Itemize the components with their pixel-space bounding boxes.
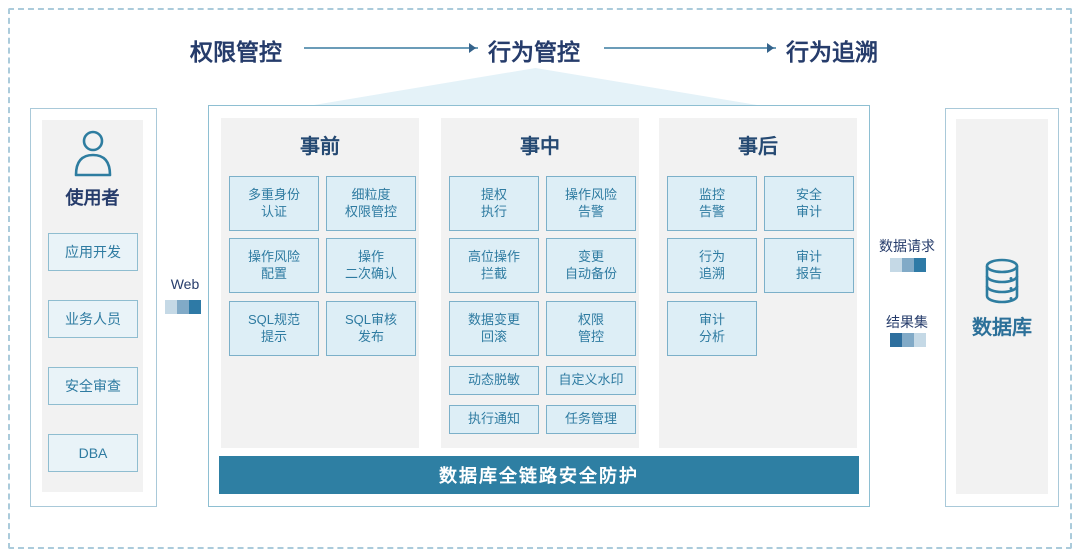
capability-box: 变更 自动备份 [546, 238, 636, 293]
capability-box: 安全 审计 [764, 176, 854, 231]
capability-box: 数据变更 回滚 [449, 301, 539, 356]
database-panel-title: 数据库 [972, 317, 1032, 339]
users-panel-title: 使用者 [65, 188, 120, 208]
person-icon [42, 130, 143, 180]
web-flow-blocks-icon [165, 300, 201, 314]
result-set-label: 结果集 [886, 314, 928, 330]
phase-title-after: 事后 [738, 136, 778, 158]
capability-box: 细粒度 权限管控 [326, 176, 416, 231]
phase-title-during: 事中 [520, 136, 560, 158]
data-request-label: 数据请求 [879, 238, 935, 254]
full-chain-protection-banner: 数据库全链路安全防护 [219, 456, 859, 494]
capability-box: 操作风险 配置 [229, 238, 319, 293]
header-step-permission-control: 权限管控 [190, 39, 282, 65]
user-role-app-dev: 应用开发 [48, 233, 138, 271]
capability-box: SQL审核 发布 [326, 301, 416, 356]
capability-box: 提权 执行 [449, 176, 539, 231]
user-role-dba: DBA [48, 434, 138, 472]
capability-box: 权限 管控 [546, 301, 636, 356]
capability-box: 操作 二次确认 [326, 238, 416, 293]
web-flow-label: Web [170, 276, 200, 292]
phase-column-before: 事前 多重身份 认证 细粒度 权限管控 操作风险 配置 操作 二次确认 SQL规… [221, 118, 419, 448]
capability-box: 高位操作 拦截 [449, 238, 539, 293]
capability-box: SQL规范 提示 [229, 301, 319, 356]
capability-box: 动态脱敏 [449, 366, 539, 395]
header-step-behavior-control: 行为管控 [488, 39, 580, 65]
database-panel-inner: 数据库 [956, 119, 1048, 494]
arrow-right-icon [604, 43, 776, 53]
users-panel-inner: 使用者 应用开发 业务人员 安全审查 DBA [42, 120, 143, 492]
phase-column-during: 事中 提权 执行 操作风险 告警 高位操作 拦截 变更 自动备份 数据变更 回滚… [441, 118, 639, 448]
capability-box: 审计 报告 [764, 238, 854, 293]
protection-panel: 事前 多重身份 认证 细粒度 权限管控 操作风险 配置 操作 二次确认 SQL规… [208, 105, 870, 507]
capability-box: 行为 追溯 [667, 238, 757, 293]
capability-box: 审计 分析 [667, 301, 757, 356]
capability-box: 执行通知 [449, 405, 539, 434]
arrow-right-icon [304, 43, 478, 53]
users-panel: 使用者 应用开发 业务人员 安全审查 DBA [30, 108, 157, 507]
user-role-business: 业务人员 [48, 300, 138, 338]
database-icon [956, 257, 1048, 305]
header-step-behavior-trace: 行为追溯 [786, 39, 878, 65]
highlight-beam-shape [308, 68, 763, 106]
result-set-blocks-icon [890, 333, 926, 347]
phase-column-after: 事后 监控 告警 安全 审计 行为 追溯 审计 报告 审计 分析 [659, 118, 857, 448]
user-role-security-review: 安全审查 [48, 367, 138, 405]
capability-box: 监控 告警 [667, 176, 757, 231]
phase-title-before: 事前 [300, 136, 340, 158]
capability-box: 自定义水印 [546, 366, 636, 395]
data-request-blocks-icon [890, 258, 926, 272]
capability-box: 操作风险 告警 [546, 176, 636, 231]
capability-box: 任务管理 [546, 405, 636, 434]
database-panel: 数据库 [945, 108, 1059, 507]
capability-box: 多重身份 认证 [229, 176, 319, 231]
